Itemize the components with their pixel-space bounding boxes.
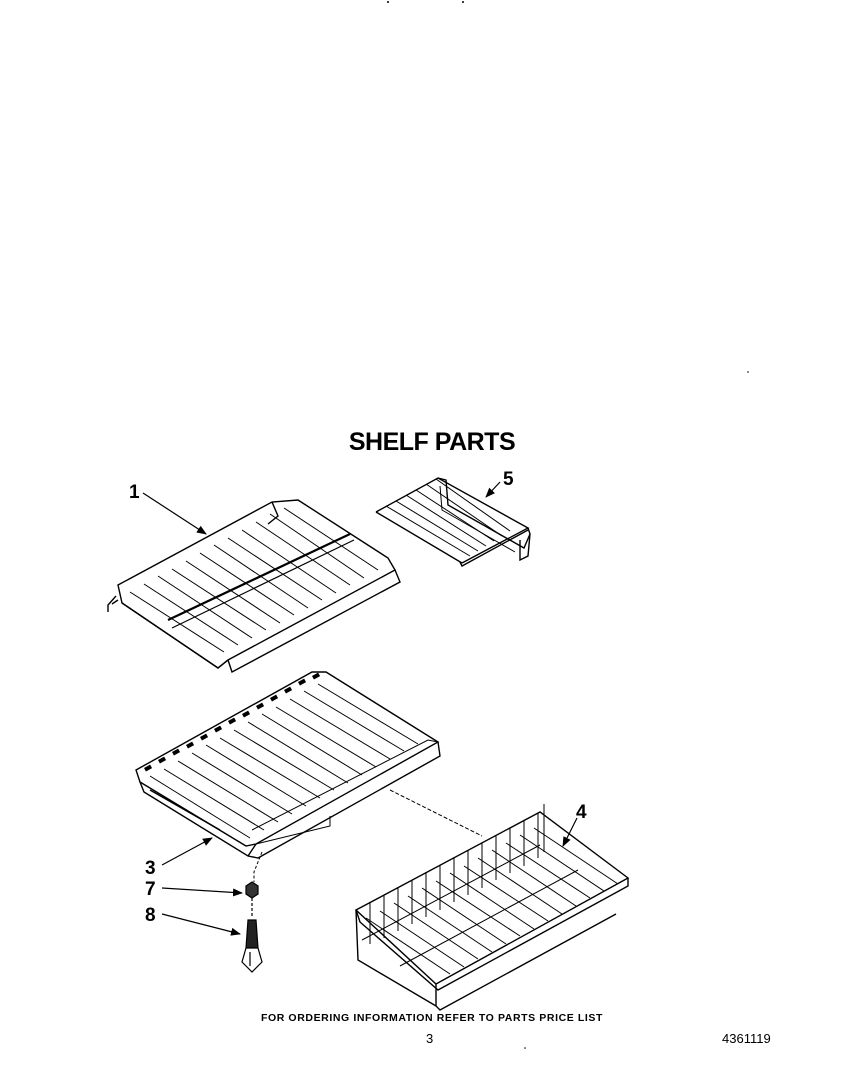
leader-8 — [161, 913, 241, 936]
wire-shelf-part-1 — [107, 499, 401, 674]
page-number: 3 — [426, 1031, 434, 1046]
clip-part-7 — [245, 881, 259, 918]
scan-specks — [387, 1, 749, 1049]
shelf-part-3 — [135, 671, 483, 859]
leader-lines — [142, 481, 578, 936]
screw-part-8 — [241, 919, 263, 973]
page-title: SHELF PARTS — [348, 428, 516, 456]
wire-rack-part-5 — [375, 477, 531, 567]
callout-8: 8 — [145, 905, 156, 926]
callout-7: 7 — [145, 879, 156, 900]
leader-5 — [485, 481, 501, 498]
callout-5: 5 — [503, 469, 514, 490]
leader-3 — [161, 837, 213, 866]
callout-4: 4 — [576, 802, 587, 823]
leader-7 — [161, 887, 243, 897]
leader-4 — [562, 817, 578, 847]
ordering-note: FOR ORDERING INFORMATION REFER TO PARTS … — [260, 1012, 604, 1024]
wire-basket-part-4 — [354, 804, 630, 1011]
callout-1: 1 — [129, 482, 140, 503]
assembly-line-7-8 — [253, 851, 263, 882]
callout-3: 3 — [145, 858, 156, 879]
leader-1 — [142, 492, 207, 535]
document-number: 4361119 — [722, 1031, 771, 1046]
